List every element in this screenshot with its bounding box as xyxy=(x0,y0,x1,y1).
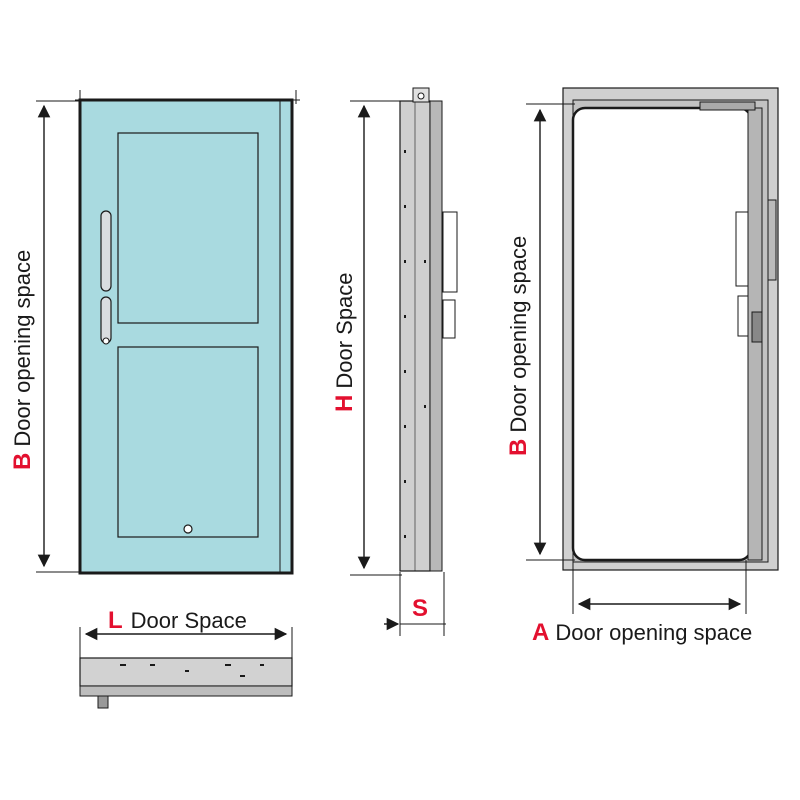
door-frame-view xyxy=(562,87,779,571)
label-s: S xyxy=(412,595,428,622)
side-leaf xyxy=(429,100,443,572)
strike-plate-icon xyxy=(751,311,763,343)
door-front-view xyxy=(75,90,300,575)
label-h: HDoor Space xyxy=(331,272,358,412)
lock-plate-icon xyxy=(100,296,112,344)
dimension-b-right: BDoor opening space xyxy=(505,103,575,561)
top-view-handle-icon xyxy=(97,695,109,709)
door-side-view xyxy=(399,87,458,572)
side-screws xyxy=(404,150,426,538)
door-closer-icon xyxy=(699,101,756,111)
door-top-view xyxy=(79,657,293,709)
frame-side-handle-icon xyxy=(767,199,777,281)
upper-panel xyxy=(117,132,259,324)
label-b-right: BDoor opening space xyxy=(505,236,532,456)
keyhole-icon xyxy=(102,337,110,345)
handle-icon xyxy=(100,210,112,292)
dimension-s: S xyxy=(384,572,446,636)
dimension-h: HDoor Space xyxy=(331,100,402,576)
hinge-pin-icon xyxy=(417,92,425,100)
side-lock-icon xyxy=(442,299,456,339)
opening-space xyxy=(571,106,753,562)
door-viewer-icon xyxy=(183,524,193,534)
top-view-marks xyxy=(120,664,264,677)
side-handle-icon xyxy=(442,211,458,293)
lower-panel xyxy=(117,346,259,538)
frame-lock-icon xyxy=(737,295,749,337)
top-view-leaf xyxy=(79,685,293,697)
dimension-b-left: BDoor opening space xyxy=(9,100,82,573)
frame-handle-icon xyxy=(735,211,749,287)
label-b-left: BDoor opening space xyxy=(9,250,36,470)
